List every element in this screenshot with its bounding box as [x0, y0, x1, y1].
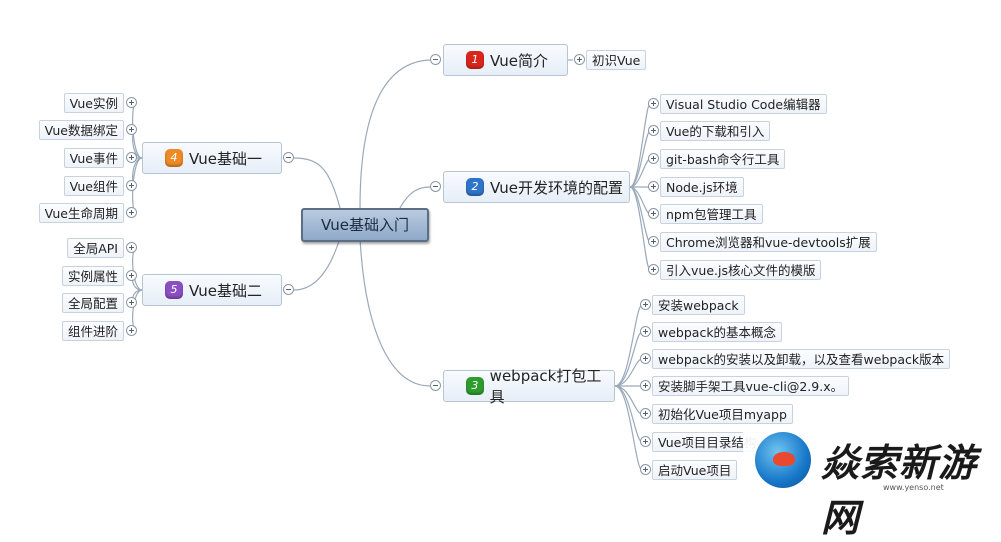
- subtopic[interactable]: npm包管理工具: [660, 204, 763, 224]
- subtopic[interactable]: 组件进阶: [61, 321, 124, 341]
- subtopic[interactable]: 实例属性: [61, 266, 124, 286]
- expand-toggle-icon[interactable]: [126, 297, 137, 308]
- topic-label: Vue简介: [490, 51, 548, 70]
- expand-toggle-icon[interactable]: [126, 270, 137, 281]
- subtopic[interactable]: Vue的下载和引入: [660, 121, 771, 141]
- subtopic[interactable]: 全局API: [67, 238, 124, 258]
- collapse-toggle-icon[interactable]: [430, 54, 441, 65]
- expand-toggle-icon[interactable]: [640, 353, 651, 364]
- collapse-toggle-icon[interactable]: [430, 380, 441, 391]
- expand-toggle-icon[interactable]: [640, 380, 651, 391]
- topic-vue-basics-2[interactable]: 5 Vue基础二: [142, 274, 282, 306]
- priority-3-icon: 3: [466, 377, 484, 395]
- subtopic[interactable]: Node.js环境: [660, 177, 744, 197]
- expand-toggle-icon[interactable]: [126, 207, 137, 218]
- expand-toggle-icon[interactable]: [640, 299, 651, 310]
- subtopic[interactable]: 引入vue.js核心文件的模版: [660, 260, 822, 280]
- subtopic[interactable]: webpack的安装以及卸载，以及查看webpack版本: [652, 349, 951, 369]
- expand-toggle-icon[interactable]: [126, 152, 137, 163]
- expand-toggle-icon[interactable]: [648, 153, 659, 164]
- watermark: 焱索新游网 www.yenso.net: [743, 428, 1001, 540]
- subtopic[interactable]: Vue生命周期: [38, 203, 124, 223]
- topic-label: Vue基础二: [189, 281, 262, 300]
- expand-toggle-icon[interactable]: [648, 181, 659, 192]
- topic-label: Vue开发环境的配置: [490, 178, 623, 197]
- topic-vue-basics-1[interactable]: 4 Vue基础一: [142, 142, 282, 174]
- expand-toggle-icon[interactable]: [126, 325, 137, 336]
- topic-vue-intro[interactable]: 1 Vue简介: [443, 44, 568, 76]
- topic-label: Vue基础一: [189, 149, 262, 168]
- subtopic[interactable]: Vue项目目录结构: [652, 432, 763, 452]
- subtopic[interactable]: 安装webpack: [652, 295, 745, 315]
- subtopic[interactable]: 初始化Vue项目myapp: [652, 404, 793, 424]
- collapse-toggle-icon[interactable]: [283, 284, 294, 295]
- subtopic[interactable]: Chrome浏览器和vue-devtools扩展: [660, 232, 877, 252]
- collapse-toggle-icon[interactable]: [430, 181, 441, 192]
- expand-toggle-icon[interactable]: [126, 97, 137, 108]
- expand-toggle-icon[interactable]: [640, 436, 651, 447]
- priority-1-icon: 1: [466, 51, 484, 69]
- subtopic[interactable]: 初识Vue: [586, 50, 647, 70]
- expand-toggle-icon[interactable]: [126, 180, 137, 191]
- topic-label: webpack打包工具: [489, 367, 602, 406]
- expand-toggle-icon[interactable]: [640, 326, 651, 337]
- expand-toggle-icon[interactable]: [640, 464, 651, 475]
- subtopic[interactable]: git-bash命令行工具: [660, 149, 786, 169]
- subtopic[interactable]: Visual Studio Code编辑器: [660, 94, 827, 114]
- subtopic[interactable]: Vue实例: [63, 93, 124, 113]
- expand-toggle-icon[interactable]: [648, 125, 659, 136]
- expand-toggle-icon[interactable]: [126, 124, 137, 135]
- topic-webpack[interactable]: 3 webpack打包工具: [443, 367, 615, 406]
- priority-2-icon: 2: [466, 178, 484, 196]
- subtopic[interactable]: 全局配置: [61, 293, 124, 313]
- subtopic[interactable]: 安装脚手架工具vue-cli@2.9.x。: [652, 376, 850, 396]
- subtopic[interactable]: Vue事件: [63, 148, 124, 168]
- topic-dev-env[interactable]: 2 Vue开发环境的配置: [443, 171, 630, 203]
- subtopic[interactable]: Vue数据绑定: [38, 120, 124, 140]
- subtopic[interactable]: Vue组件: [63, 176, 124, 196]
- subtopic[interactable]: 启动Vue项目: [652, 460, 738, 480]
- site-logo-icon: [755, 432, 811, 488]
- central-topic[interactable]: Vue基础入门: [301, 208, 429, 242]
- subtopic[interactable]: webpack的基本概念: [652, 322, 783, 342]
- expand-toggle-icon[interactable]: [126, 242, 137, 253]
- expand-toggle-icon[interactable]: [574, 54, 585, 65]
- priority-5-icon: 5: [165, 281, 183, 299]
- expand-toggle-icon[interactable]: [648, 236, 659, 247]
- expand-toggle-icon[interactable]: [648, 208, 659, 219]
- expand-toggle-icon[interactable]: [648, 264, 659, 275]
- expand-toggle-icon[interactable]: [640, 408, 651, 419]
- priority-4-icon: 4: [165, 149, 183, 167]
- watermark-url: www.yenso.net: [883, 483, 944, 492]
- collapse-toggle-icon[interactable]: [283, 152, 294, 163]
- expand-toggle-icon[interactable]: [648, 98, 659, 109]
